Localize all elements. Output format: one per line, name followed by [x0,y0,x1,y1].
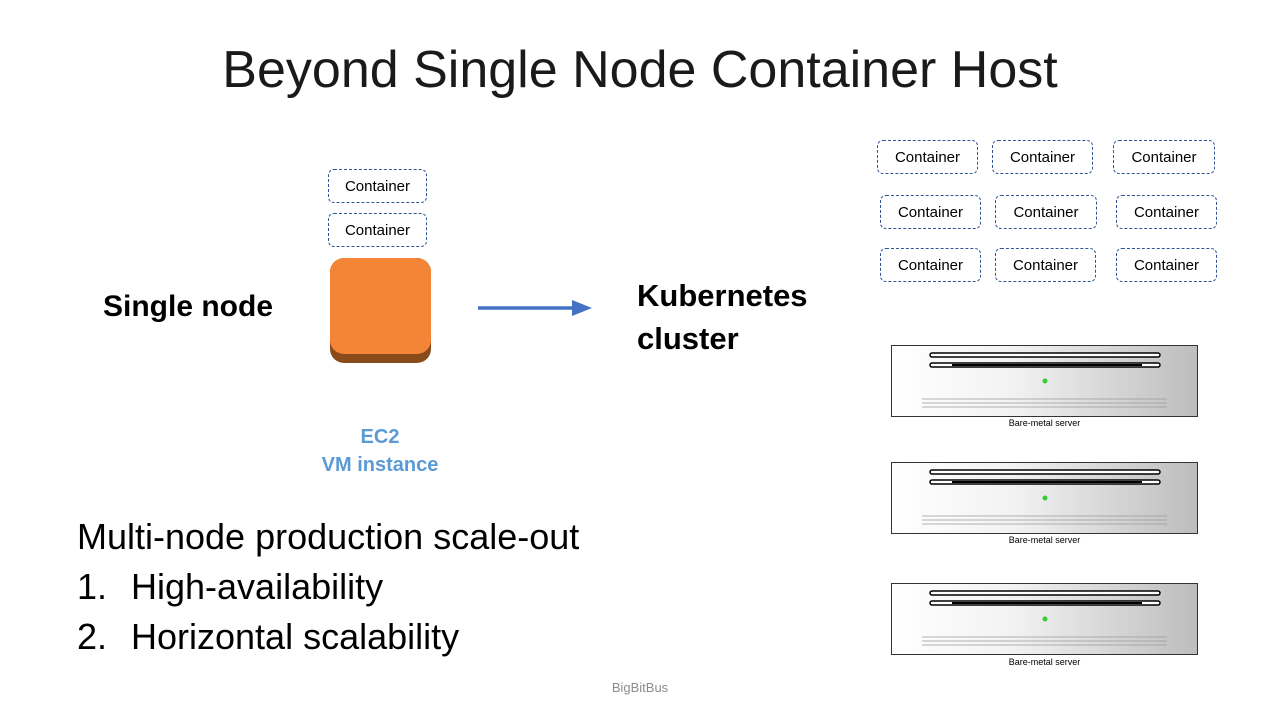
bare-metal-server-icon [891,345,1198,417]
transition-arrow-icon [478,300,592,316]
cluster-container: Container [992,140,1093,174]
single-node-container-2: Container [328,213,427,247]
bare-metal-server-icon [891,462,1198,534]
kubernetes-label-line2: cluster [637,321,739,356]
summary-item-text: Horizontal scalability [131,616,460,657]
server-caption: Bare-metal server [1008,657,1081,667]
ec2-icon-face [330,258,431,354]
summary-item-text: High-availability [131,566,384,607]
cluster-container: Container [1116,195,1217,229]
summary-item-number: 2. [77,616,108,657]
ec2-instance-icon [330,258,431,363]
summary-item-number: 1. [77,566,108,607]
kubernetes-cluster-label: Kubernetes cluster [637,274,808,360]
footer-brand: BigBitBus [611,680,669,695]
kubernetes-label-line1: Kubernetes [637,278,808,313]
bare-metal-server-icon [891,583,1198,655]
ec2-caption: EC2 VM instance [290,423,470,479]
cluster-container: Container [1116,248,1217,282]
cluster-container: Container [880,248,981,282]
cluster-container: Container [877,140,978,174]
summary-block: Multi-node production scale-out 1. High-… [77,512,579,662]
cluster-container: Container [1113,140,1215,174]
summary-heading: Multi-node production scale-out [77,516,580,557]
ec2-caption-line1: EC2 [360,426,400,448]
cluster-container: Container [880,195,981,229]
single-node-container-1: Container [328,169,427,203]
summary-list-item: 2. Horizontal scalability [77,612,579,662]
cluster-container: Container [995,248,1096,282]
cluster-container: Container [995,195,1097,229]
slide-title: Beyond Single Node Container Host [222,41,1058,99]
single-node-label: Single node [103,290,274,323]
server-caption: Bare-metal server [1008,535,1081,545]
summary-list-item: 1. High-availability [77,562,579,612]
ec2-caption-line2: VM instance [321,454,439,476]
server-caption: Bare-metal server [1008,418,1081,428]
